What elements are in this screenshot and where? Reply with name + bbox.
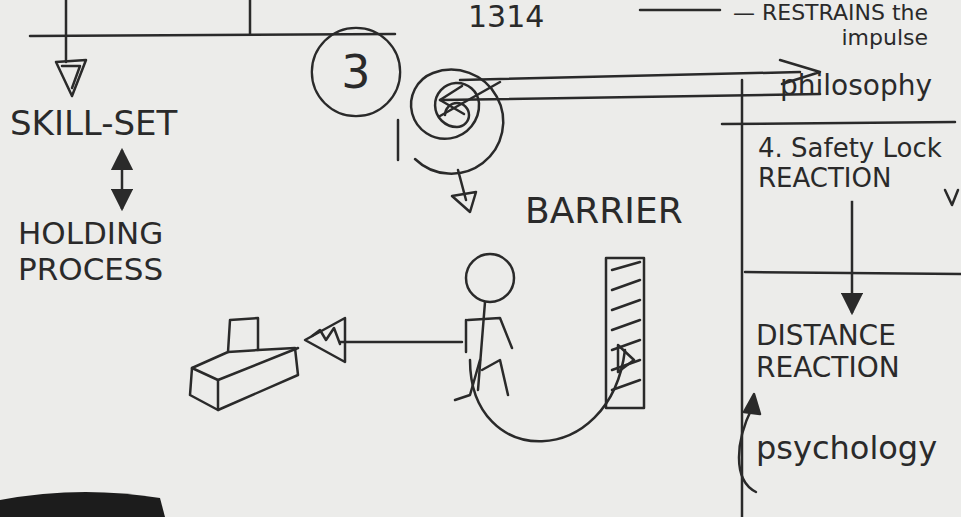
- connector-arrow: [851, 201, 854, 313]
- arrow-line: [440, 82, 500, 116]
- arrow-head: [305, 318, 345, 362]
- node-text: HOLDING PROCESS: [18, 216, 226, 287]
- note-label: — RESTRAINS the impulse: [652, 0, 928, 51]
- tick-mark: [945, 190, 958, 205]
- node-text: 3: [341, 46, 370, 99]
- arrow-line: [460, 72, 800, 80]
- arrow-head: [56, 60, 86, 96]
- person-figure: [455, 254, 625, 441]
- leader-line: [739, 408, 756, 492]
- connector-arrow: [121, 150, 124, 209]
- heading-label: philosophy: [780, 70, 932, 102]
- marker-object: [0, 492, 165, 517]
- node-text: SKILL-SET: [10, 104, 228, 143]
- column-line: [722, 122, 955, 124]
- number-label: 1314: [468, 0, 544, 35]
- rule-line: [640, 9, 720, 12]
- table-cell: 4. Safety Lock REACTION: [752, 130, 952, 198]
- free-text-node: SKILL-SET: [4, 100, 234, 147]
- heading-label: BARRIER: [525, 190, 683, 231]
- arrow-line: [440, 94, 820, 100]
- barrier-wall: [606, 258, 644, 408]
- node-text: DISTANCE REACTION: [756, 320, 949, 384]
- arrow-head: [744, 394, 760, 414]
- circle-node: 3: [310, 26, 402, 118]
- free-text-node: HOLDING PROCESS: [12, 212, 232, 291]
- table-cell: DISTANCE REACTION: [750, 316, 955, 388]
- arrow-head: [62, 66, 80, 88]
- arrow-line: [340, 341, 462, 344]
- spiral: [411, 70, 503, 174]
- heading-label: psychology: [756, 430, 937, 467]
- column-line: [741, 80, 744, 517]
- rule-line: [30, 34, 395, 36]
- arrow-hatch: [312, 328, 340, 344]
- t-block: [190, 318, 298, 410]
- leader-line: [397, 120, 400, 160]
- rule-line: [249, 0, 252, 34]
- arrow-head: [452, 192, 476, 212]
- node-text: 4. Safety Lock REACTION: [758, 134, 946, 194]
- leader-line: [65, 0, 68, 62]
